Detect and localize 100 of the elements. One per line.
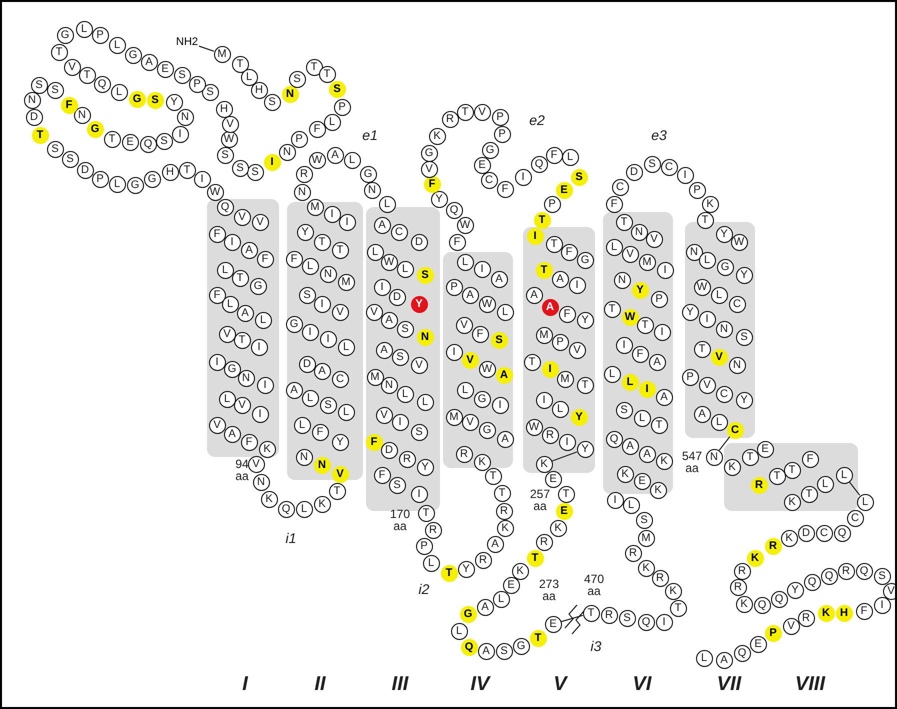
residue-circle: S <box>46 82 64 98</box>
residue-circle: F <box>496 180 514 198</box>
residue-circle: L <box>110 84 128 100</box>
highlighted-residue-circle: G <box>460 606 476 622</box>
residue-circle: E <box>756 440 774 458</box>
residue-circle: D <box>76 162 94 178</box>
residue-circle: Q <box>278 500 294 518</box>
residue-circle: S <box>644 156 660 172</box>
loop-label: i1 <box>286 531 296 545</box>
residue-circle: Q <box>530 156 548 172</box>
residue-circle: R <box>652 570 668 586</box>
residue-circle: P <box>416 538 432 554</box>
residue-circle: E <box>544 616 562 632</box>
helix-number: I <box>242 674 248 694</box>
connector-line <box>718 436 730 451</box>
residue-circle: L <box>108 36 126 54</box>
residue-circle: L <box>492 590 510 608</box>
residue-circle: T <box>484 468 502 484</box>
residue-circle: S <box>232 160 248 176</box>
residue-circle: S <box>288 70 306 88</box>
residue-circle: Q <box>446 202 462 218</box>
highlighted-residue-circle: R <box>764 538 782 554</box>
highlighted-residue-circle: E <box>556 182 572 198</box>
highlighted-residue-circle: P <box>764 624 782 642</box>
residue-circle: M <box>306 198 324 216</box>
residue-circle: K <box>496 520 514 536</box>
residue-count-label: 470 aa <box>582 573 606 597</box>
residue-circle: P <box>290 130 308 148</box>
residue-circle: Q <box>140 136 156 152</box>
highlighted-residue-circle: S <box>328 80 346 98</box>
residue-count-label: 170 aa <box>388 508 412 532</box>
connector-line <box>198 46 214 52</box>
residue-circle: Y <box>458 560 474 578</box>
residue-circle: T <box>232 56 248 72</box>
residue-circle: L <box>324 114 340 130</box>
residue-circle: Q <box>804 574 820 590</box>
residue-circle: T <box>670 600 686 616</box>
residue-circle: S <box>46 140 64 158</box>
residue-circle: R <box>474 552 492 568</box>
residue-circle: L <box>76 20 92 38</box>
helix-number: VI <box>632 674 652 694</box>
residue-circle: T <box>558 486 574 502</box>
residue-circle: I <box>514 168 532 186</box>
residue-circle: K <box>260 490 278 508</box>
residue-circle: R <box>496 502 512 520</box>
residue-circle: D <box>798 524 814 542</box>
helix-number: V <box>553 674 567 694</box>
residue-circle: Y <box>166 94 182 110</box>
residue-circle: P <box>544 196 560 212</box>
residue-circle: S <box>216 146 234 164</box>
connector-line <box>551 451 578 462</box>
residue-circle: L <box>422 554 440 572</box>
residue-circle: H <box>250 82 268 98</box>
residue-circle: C <box>846 510 864 526</box>
residue-circle: R <box>442 110 458 128</box>
highlighted-residue-circle: I <box>264 154 280 170</box>
residue-circle: K <box>780 530 798 546</box>
helix-number: III <box>392 674 408 694</box>
residue-circle: K <box>550 520 566 536</box>
residue-circle: S <box>62 150 78 168</box>
residue-circle: T <box>178 162 196 178</box>
residue-circle: V <box>420 160 438 178</box>
residue-circle: S <box>618 610 636 626</box>
residue-circle: F <box>856 602 872 620</box>
residue-circle: G <box>144 170 160 188</box>
residue-circle: E <box>544 470 562 488</box>
residue-circle: M <box>638 530 654 546</box>
residue-circle: P <box>334 98 350 116</box>
residue-circle: H <box>216 100 232 118</box>
residue-circle: T <box>696 212 714 228</box>
terminus-label: NH2 <box>176 36 198 48</box>
residue-circle: V <box>782 618 800 634</box>
residue-circle: F <box>308 120 326 138</box>
residue-circle: P <box>188 76 206 92</box>
residue-circle: T <box>50 44 68 60</box>
residue-circle: Q <box>638 614 654 630</box>
highlighted-residue-circle: S <box>570 168 588 186</box>
residue-circle: R <box>536 534 552 550</box>
residue-circle: Q <box>856 562 872 580</box>
residue-circle: L <box>240 68 258 86</box>
residue-circle: S <box>202 84 218 100</box>
highlighted-residue-circle: F <box>424 176 440 192</box>
highlighted-residue-circle: G <box>128 90 146 108</box>
residue-count-label: 257 aa <box>528 488 552 512</box>
residue-circle: E <box>156 60 174 78</box>
residue-circle: G <box>420 144 438 162</box>
residue-circle: N <box>74 106 90 124</box>
residue-circle: T <box>328 482 346 500</box>
highlighted-residue-circle: S <box>146 92 164 108</box>
residue-circle: C <box>612 178 628 196</box>
residue-circle: G <box>360 166 376 182</box>
residue-circle: Q <box>770 590 788 608</box>
residue-circle: R <box>624 544 642 562</box>
residue-circle: W <box>308 152 326 168</box>
residue-circle: E <box>502 576 520 594</box>
residue-circle: F <box>606 196 622 212</box>
residue-circle: P <box>92 26 108 44</box>
highlighted-residue-circle: E <box>556 502 572 520</box>
residue-circle: P <box>494 126 510 142</box>
loop-label: e2 <box>529 113 545 127</box>
